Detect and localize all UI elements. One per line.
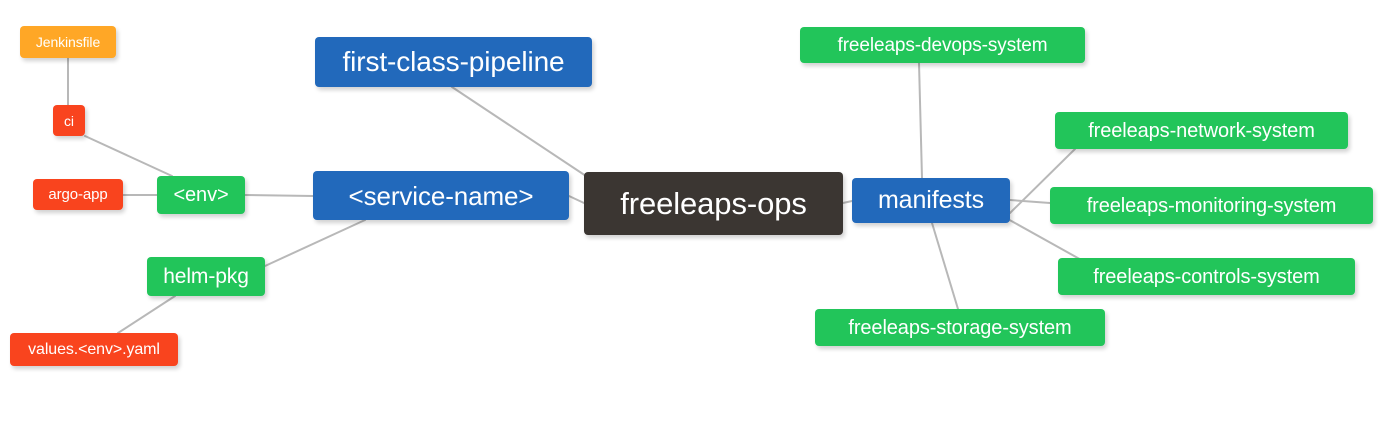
- mindmap-node-label: values.<env>.yaml: [28, 340, 160, 358]
- mindmap-node-freeleaps-controls-system[interactable]: freeleaps-controls-system: [1058, 258, 1355, 295]
- mindmap-node-label: ci: [64, 112, 74, 129]
- mindmap-node-label: freeleaps-monitoring-system: [1086, 194, 1337, 217]
- mindmap-node-freeleaps-devops-system[interactable]: freeleaps-devops-system: [800, 27, 1085, 63]
- mindmap-node-label: Jenkinsfile: [35, 34, 101, 50]
- mindmap-node-freeleaps-ops[interactable]: freeleaps-ops: [584, 172, 843, 235]
- mindmap-node-helm-pkg[interactable]: helm-pkg: [147, 257, 265, 296]
- edge-manifests-to-freeleaps-devops-system: [918, 62, 923, 179]
- mindmap-node-label: manifests: [877, 186, 985, 214]
- mindmap-node-service-name[interactable]: <service-name>: [313, 171, 569, 220]
- mindmap-node-first-class-pipeline[interactable]: first-class-pipeline: [315, 37, 592, 87]
- mindmap-node-freeleaps-storage-system[interactable]: freeleaps-storage-system: [815, 309, 1105, 346]
- mindmap-node-label: <env>: [173, 184, 229, 206]
- edge-freeleaps-ops-to-first-class-pipeline: [451, 86, 593, 181]
- mindmap-node-label: freeleaps-network-system: [1088, 119, 1315, 142]
- mindmap-node-manifests[interactable]: manifests: [852, 178, 1010, 223]
- mindmap-node-label: freeleaps-devops-system: [837, 34, 1048, 56]
- mindmap-node-ci[interactable]: ci: [53, 105, 85, 136]
- edge-helm-pkg-to-values-yaml: [117, 295, 176, 334]
- edge-manifests-to-freeleaps-monitoring-system: [1009, 199, 1051, 204]
- mindmap-node-env[interactable]: <env>: [157, 176, 245, 214]
- mindmap-node-freeleaps-network-system[interactable]: freeleaps-network-system: [1055, 112, 1348, 149]
- edge-env-to-ci: [84, 135, 173, 177]
- mindmap-node-label: helm-pkg: [163, 265, 249, 288]
- mindmap-node-argo-app[interactable]: argo-app: [33, 179, 123, 210]
- mindmap-node-label: freeleaps-controls-system: [1093, 265, 1320, 288]
- mindmap-node-label: freeleaps-storage-system: [848, 316, 1072, 339]
- edge-service-name-to-env: [244, 194, 314, 197]
- mindmap-node-label: <service-name>: [348, 180, 534, 211]
- edge-freeleaps-ops-to-manifests: [842, 200, 853, 204]
- mindmap-node-label: argo-app: [48, 186, 108, 203]
- edge-service-name-to-helm-pkg: [264, 219, 366, 267]
- mindmap-node-label: freeleaps-ops: [620, 186, 807, 221]
- mindmap-node-jenkinsfile[interactable]: Jenkinsfile: [20, 26, 116, 58]
- edge-freeleaps-ops-to-service-name: [568, 195, 585, 204]
- edge-manifests-to-freeleaps-controls-system: [1005, 217, 1086, 263]
- edge-manifests-to-freeleaps-storage-system: [931, 222, 959, 310]
- mindmap-node-freeleaps-monitoring-system[interactable]: freeleaps-monitoring-system: [1050, 187, 1373, 224]
- mindmap-node-values-yaml[interactable]: values.<env>.yaml: [10, 333, 178, 366]
- mindmap-node-label: first-class-pipeline: [342, 46, 565, 77]
